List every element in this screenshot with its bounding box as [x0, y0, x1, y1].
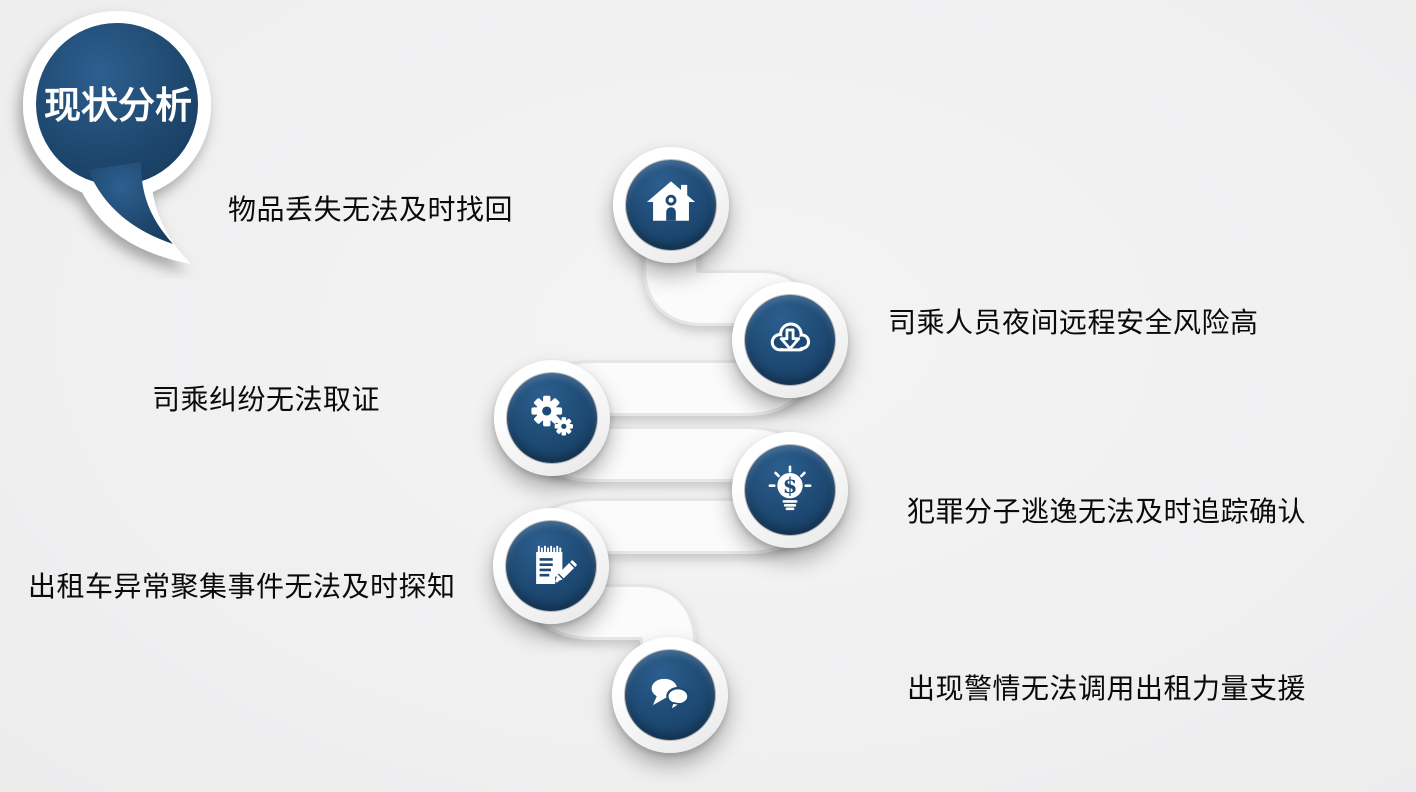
node-cloud-download [732, 282, 848, 398]
home-icon [646, 181, 696, 221]
label-item-3: 司乘纠纷无法取证 [152, 384, 381, 415]
slide-title: 现状分析 [44, 85, 192, 126]
node-chat-disc [625, 650, 715, 740]
node-gears [494, 360, 610, 476]
label-item-2: 司乘人员夜间远程安全风险高 [888, 307, 1259, 338]
node-chat [612, 637, 728, 753]
cloud-download-icon [770, 322, 811, 352]
dollar-glyph: $ [783, 473, 798, 498]
label-item-4: 犯罪分子逃逸无法及时追踪确认 [907, 496, 1307, 527]
bubble-fill [36, 23, 198, 244]
node-home [613, 147, 729, 263]
bulb-dollar-icon: $ [768, 465, 812, 511]
node-notepad [493, 508, 609, 624]
label-item-5: 出租车异常聚集事件无法及时探知 [28, 571, 456, 602]
node-cloud-disc [745, 295, 835, 385]
node-gears-disc [507, 373, 597, 463]
label-item-1: 物品丢失无法及时找回 [228, 194, 514, 225]
notepad-pencil-icon [536, 545, 577, 584]
node-bulb-disc: $ [745, 445, 835, 535]
chat-bubbles-icon [651, 678, 690, 713]
node-bulb-dollar: $ [732, 432, 848, 548]
node-home-disc [626, 160, 716, 250]
title-bubble: 现状分析 [23, 11, 211, 264]
node-notepad-disc [506, 521, 596, 611]
label-item-6: 出现警情无法调用出租力量支援 [907, 673, 1307, 704]
gears-icon [531, 395, 573, 436]
